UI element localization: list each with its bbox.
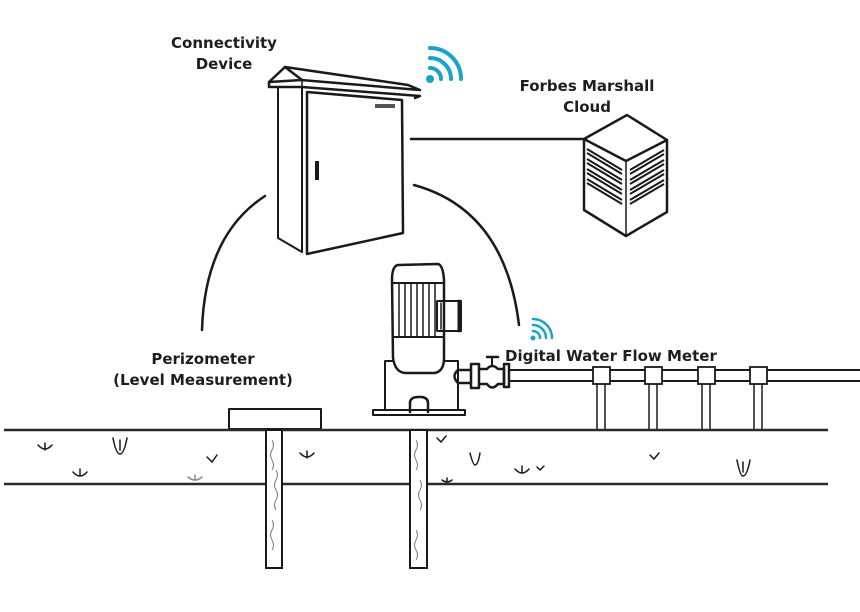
connectivity-device-label-line2: Device (196, 55, 253, 73)
brand-logo (375, 104, 395, 108)
cloud-label-line1: Forbes Marshall (520, 77, 655, 95)
door-handle (315, 161, 319, 180)
cabinet-to-flowmeter-arc (412, 183, 521, 327)
wifi-icon (426, 46, 463, 83)
borewell-icon (265, 429, 428, 569)
flow-meter-label: Digital Water Flow Meter (505, 347, 717, 365)
piezometer-label-line1: Perizometer (151, 350, 255, 368)
cloud-label-line2: Cloud (563, 98, 611, 116)
pipeline-icon (508, 366, 860, 430)
cabinet-icon (267, 65, 422, 256)
server-cloud-icon (582, 113, 669, 238)
pump-motor-icon (372, 262, 473, 416)
connectivity-device-label-line1: Connectivity (171, 34, 277, 52)
piezometer-cap (228, 408, 322, 430)
flow-meter-wifi-icon (530, 317, 554, 341)
cabinet-to-piezometer-arc (200, 194, 267, 332)
grass-decoration (37, 435, 751, 483)
piezometer-label-line2: (Level Measurement) (113, 371, 293, 389)
valve-icon (469, 355, 511, 390)
